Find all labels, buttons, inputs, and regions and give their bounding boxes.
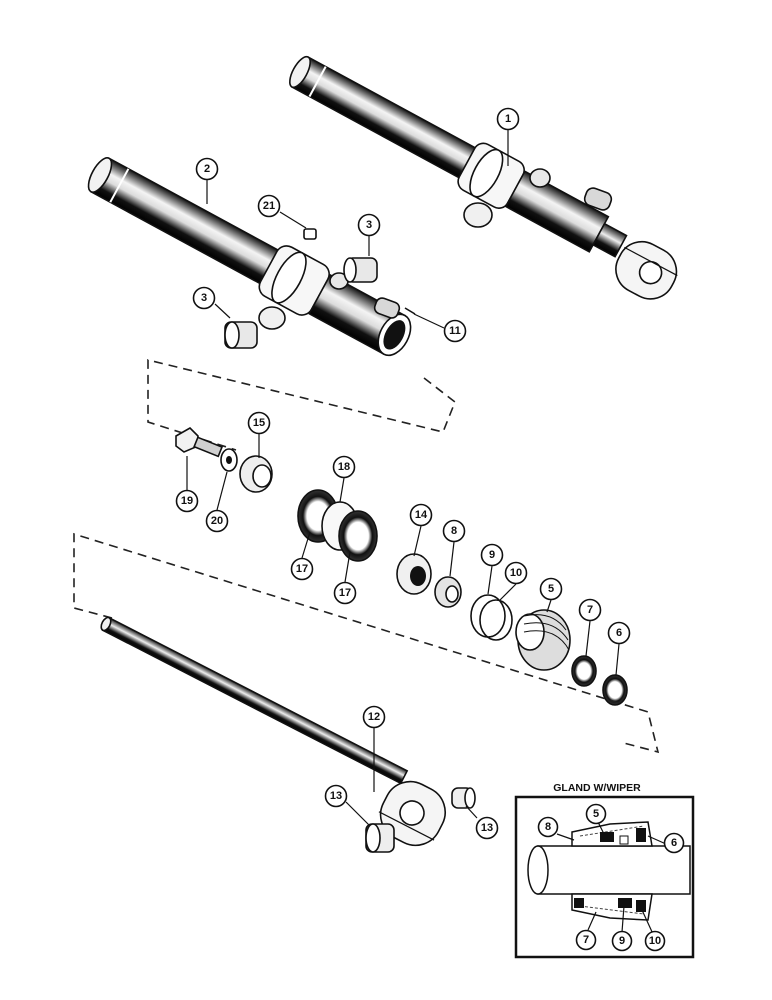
bushing-13-right: [451, 787, 476, 809]
callout-20: 20: [205, 509, 229, 533]
bushing-13-left: [365, 823, 395, 853]
inset-gland-section-lower: [571, 893, 653, 921]
washer-20: [220, 448, 238, 472]
callout-3-lower: 3: [192, 286, 216, 310]
gland-5: [515, 609, 571, 671]
callout-13-left-label: 13: [330, 790, 342, 802]
callout-17-left: 17: [290, 557, 314, 581]
callout-8-label: 8: [451, 525, 457, 537]
piston-rod-12: [100, 616, 446, 847]
callout-12: 12: [362, 705, 386, 729]
inset-callout-7-label: 7: [583, 934, 589, 946]
callout-13-right-label: 13: [481, 822, 493, 834]
seal-7: [571, 655, 597, 687]
inset-callout-6: 6: [663, 832, 685, 854]
callout-18-label: 18: [338, 461, 350, 473]
callout-8: 8: [442, 519, 466, 543]
callout-1-label: 1: [505, 113, 511, 125]
inset-gland-with-wiper: GLAND W/WIPER: [514, 782, 695, 959]
callout-19: 19: [175, 489, 199, 513]
callout-3-lower-label: 3: [201, 292, 207, 304]
callout-13-right: 13: [475, 816, 499, 840]
callout-20-label: 20: [211, 515, 223, 527]
leader-lines: [186, 130, 620, 827]
callout-18: 18: [332, 455, 356, 479]
callout-5-label: 5: [548, 583, 554, 595]
inset-callout-9-label: 9: [619, 935, 625, 947]
inset-gland-section-upper: [571, 821, 653, 847]
callout-10: 10: [504, 561, 528, 585]
inset-callout-5-label: 5: [593, 808, 599, 820]
callout-7: 7: [578, 598, 602, 622]
inset-callout-10: 10: [644, 930, 666, 952]
callout-2-label: 2: [204, 163, 210, 175]
callout-17-right: 17: [333, 581, 357, 605]
cylinder-assembly-2: [87, 157, 412, 357]
inset-title: GLAND W/WIPER: [553, 782, 641, 794]
callout-6: 6: [607, 621, 631, 645]
bushing-3-upper: [343, 257, 378, 283]
callout-3-upper-label: 3: [366, 219, 372, 231]
inset-callout-5: 5: [585, 803, 607, 825]
callout-11: 11: [443, 319, 467, 343]
callout-13-left: 13: [324, 784, 348, 808]
wiper-6: [602, 674, 628, 706]
inset-leader-lines: [556, 821, 667, 935]
callout-11-label: 11: [449, 325, 461, 337]
callout-9: 9: [480, 543, 504, 567]
inset-callout-9: 9: [611, 930, 633, 952]
assembly-bracket-lower: [73, 532, 660, 754]
callout-21: 21: [257, 194, 281, 218]
callout-15: 15: [247, 411, 271, 435]
callout-2: 2: [195, 157, 219, 181]
nut-15: [239, 455, 273, 493]
callout-10-label: 10: [510, 567, 522, 579]
bushing-3-lower: [224, 321, 258, 349]
inset-callout-8-label: 8: [545, 821, 551, 833]
callout-15-label: 15: [253, 417, 265, 429]
callout-6-label: 6: [616, 627, 622, 639]
inset-callout-7: 7: [575, 929, 597, 951]
callout-14-label: 14: [415, 509, 428, 521]
inset-callout-8: 8: [537, 816, 559, 838]
grease-fitting-11: [404, 307, 416, 315]
callout-21-label: 21: [263, 200, 275, 212]
inset-callout-10-label: 10: [649, 935, 661, 947]
cylinder-assembly-1: [289, 55, 678, 300]
bolt-19: [175, 427, 224, 458]
callout-14: 14: [409, 503, 433, 527]
callout-1: 1: [496, 107, 520, 131]
bushing-8: [434, 576, 462, 608]
callout-12-label: 12: [368, 711, 380, 723]
inset-rod: [527, 845, 691, 895]
piston-seal-assembly-17-18: [297, 489, 378, 562]
callout-9-label: 9: [489, 549, 495, 561]
callout-19-label: 19: [181, 495, 193, 507]
inset-callout-6-label: 6: [671, 837, 677, 849]
callout-5: 5: [539, 577, 563, 601]
callout-17-right-label: 17: [339, 587, 351, 599]
callout-17-left-label: 17: [296, 563, 308, 575]
callout-3-upper: 3: [357, 213, 381, 237]
assembly-bracket-upper: [147, 358, 456, 451]
o-ring-9-backup-10: [470, 594, 513, 641]
callout-7-label: 7: [587, 604, 593, 616]
grease-fitting-21: [303, 228, 317, 240]
ring-14: [396, 553, 432, 595]
